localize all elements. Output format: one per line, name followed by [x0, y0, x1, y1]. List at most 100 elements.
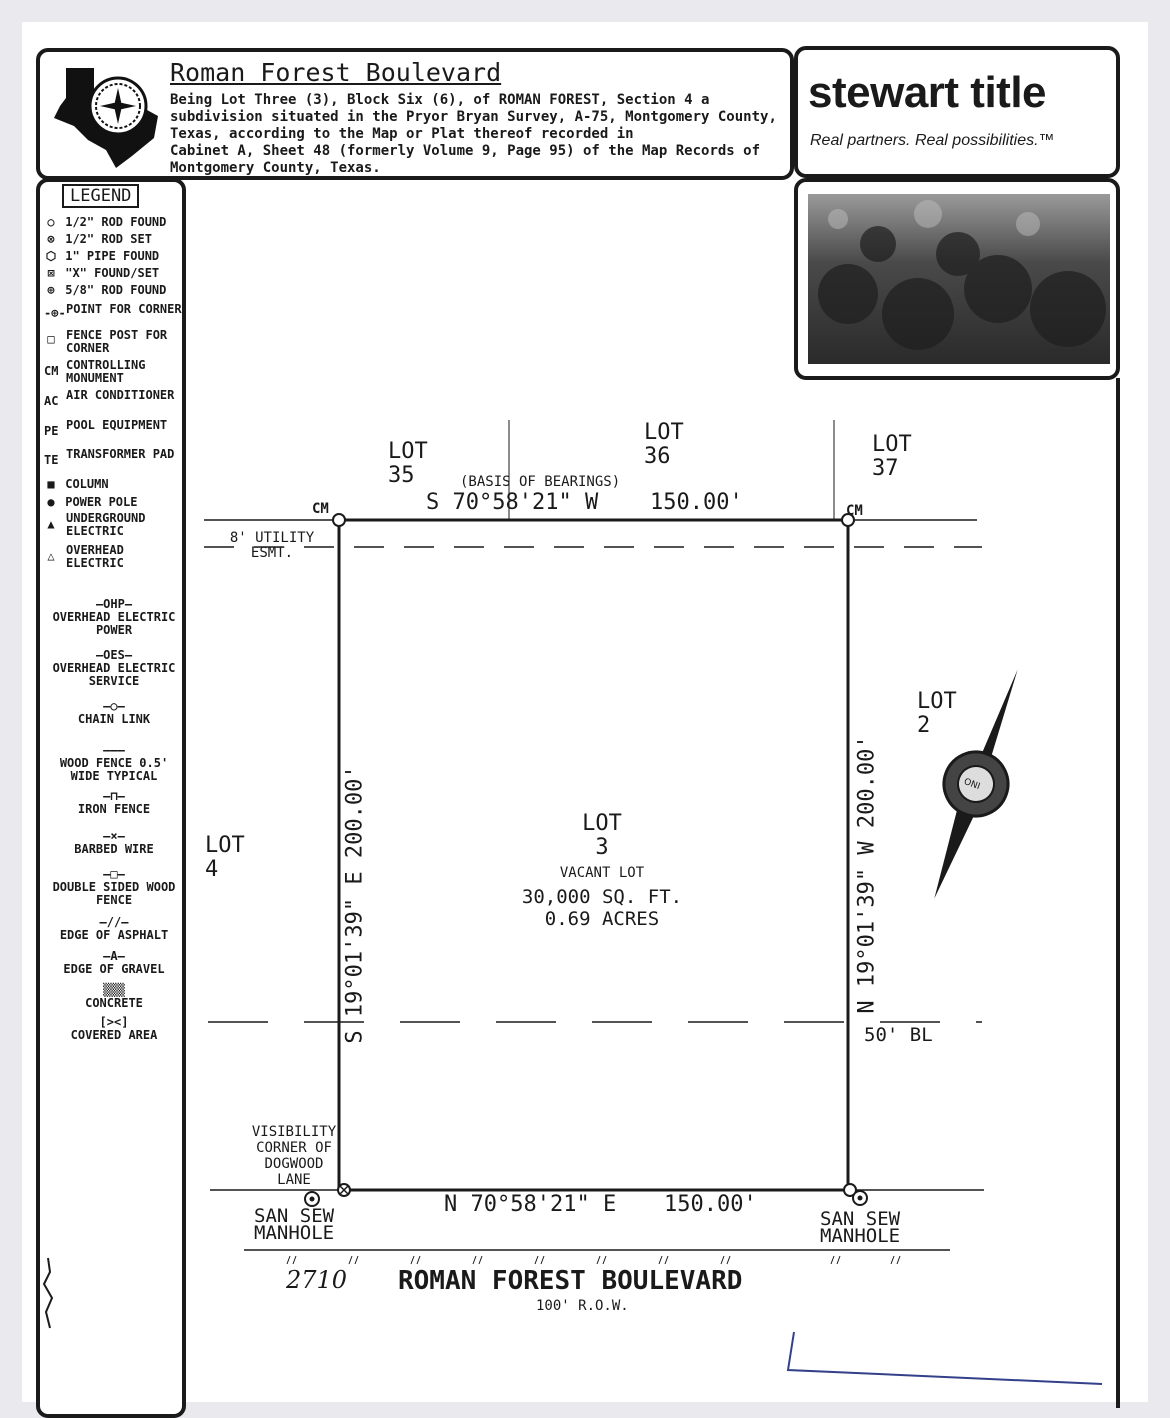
- legend-item: ■ COLUMN: [44, 478, 184, 496]
- legend-symbol: TE: [44, 453, 59, 467]
- west-line-bearing: S 19°01'39" E 200.00': [342, 765, 368, 1044]
- legend-line-item: —OHP—OVERHEAD ELECTRIC POWER: [44, 598, 184, 649]
- legend-line-sample: —//—: [99, 915, 129, 929]
- legend-line-item: —□—DOUBLE SIDED WOOD FENCE: [44, 868, 184, 916]
- legend-line-sample: —OHP—: [95, 597, 133, 611]
- brand-tagline: Real partners. Real possibilities.™: [810, 132, 1055, 149]
- legend-symbol: ⊕: [47, 283, 55, 297]
- legend-symbol: ■: [47, 477, 55, 491]
- description-line: Texas, according to the Map or Plat ther…: [170, 126, 634, 142]
- basis-of-bearings-label: (BASIS OF BEARINGS): [460, 474, 621, 490]
- legend-symbol: □: [47, 332, 55, 346]
- legend-symbol: ▲: [47, 517, 55, 531]
- south-line-distance: 150.00': [664, 1192, 757, 1217]
- road-row-label: 100' R.O.W.: [536, 1298, 629, 1314]
- legend-symbol: ⬡: [45, 249, 57, 263]
- road-name: ROMAN FOREST BOULEVARD: [398, 1266, 743, 1296]
- legend-lines: —OHP—OVERHEAD ELECTRIC POWER —OES—OVERHE…: [44, 598, 184, 1046]
- legend-box: LEGEND ○ 1/2" ROD FOUND ⊗ 1/2" ROD SET ⬡…: [36, 178, 186, 1418]
- legend-symbol: ○: [47, 215, 55, 229]
- legend-line-sample: —□—: [103, 867, 125, 881]
- manhole-east-label: SAN SEW MANHOLE: [820, 1208, 901, 1247]
- legend-line-sample: [><]: [99, 1015, 129, 1029]
- document-title: Roman Forest Boulevard: [170, 58, 502, 87]
- texas-seal-logo: [54, 68, 158, 168]
- legend-line-sample: —OES—: [95, 648, 133, 662]
- lot-37-label: LOT 37: [872, 432, 912, 481]
- legend-symbol: △: [47, 549, 55, 563]
- rod-set-sw-cross: [339, 1185, 349, 1195]
- cm-label-ne: CM: [846, 503, 863, 519]
- utility-easement-label: 8' UTILITY ESMT.: [229, 530, 315, 561]
- survey-sheet: Roman Forest Boulevard Being Lot Three (…: [22, 22, 1148, 1418]
- vacant-lot-label: VACANT LOT: [559, 865, 645, 881]
- legend-item: ⊠ "X" FOUND/SET: [44, 267, 184, 284]
- legend-line-sample: ▒▒▒: [103, 983, 125, 997]
- legend-item: △OVERHEAD ELECTRIC: [44, 544, 184, 574]
- legend-line-item: —○—CHAIN LINK: [44, 700, 184, 744]
- corner-monument-nw: [332, 513, 346, 527]
- lot-3-label: LOT 3: [582, 811, 622, 860]
- legend-symbol: ⊗: [47, 232, 55, 246]
- legend-line-item: [><]COVERED AREA: [44, 1016, 184, 1046]
- handwritten-margin-mark: [42, 1257, 54, 1329]
- legend-line-item: —//—EDGE OF ASPHALT: [44, 916, 184, 950]
- legal-description: Being Lot Three (3), Block Six (6), of R…: [170, 92, 790, 177]
- building-line-label: 50' BL: [864, 1024, 933, 1046]
- legend-line-item: ▒▒▒CONCRETE: [44, 984, 184, 1016]
- handwritten-address: 2710: [286, 1266, 348, 1294]
- brand-box: stewart title Real partners. Real possib…: [794, 46, 1120, 178]
- lot-area-acres: 0.69 ACRES: [544, 908, 660, 930]
- plat-drawing: ONI: [42, 420, 1103, 1385]
- lot-area-sqft: 30,000 SQ. FT.: [521, 886, 683, 908]
- description-line: subdivision situated in the Pryor Bryan …: [170, 109, 777, 125]
- legend-item: □FENCE POST FOR CORNER: [44, 329, 184, 359]
- legend-line-item: —OES—OVERHEAD ELECTRIC SERVICE: [44, 649, 184, 700]
- legend-symbol: ⊠: [47, 266, 55, 280]
- rod-found-se: [843, 1183, 857, 1197]
- description-line: Montgomery County, Texas.: [170, 160, 381, 176]
- handwritten-corner-mark: [786, 1331, 1103, 1385]
- description-line: Cabinet A, Sheet 48 (formerly Volume 9, …: [170, 143, 761, 159]
- header-box: Roman Forest Boulevard Being Lot Three (…: [36, 48, 794, 180]
- legend-symbols: ○ 1/2" ROD FOUND ⊗ 1/2" ROD SET ⬡ 1" PIP…: [44, 216, 184, 574]
- property-photo: [808, 194, 1110, 364]
- legend-line-item: —⊓—IRON FENCE: [44, 790, 184, 830]
- north-line-distance: 150.00': [650, 490, 743, 515]
- legend-line-sample: —×—: [103, 829, 125, 843]
- lot-4-label: LOT 4: [205, 833, 245, 882]
- legend-line-item: ———WOOD FENCE 0.5' WIDE TYPICAL: [44, 744, 184, 790]
- east-line-bearing: N 19°01'39" W 200.00': [854, 735, 880, 1014]
- north-arrow-icon: ONI: [934, 669, 1018, 899]
- photo-box: [794, 178, 1120, 380]
- legend-line-item: —A—EDGE OF GRAVEL: [44, 950, 184, 984]
- cm-label-nw: CM: [312, 501, 329, 517]
- lot-35-label: LOT 35: [388, 439, 428, 488]
- lot-36-label: LOT 36: [644, 420, 684, 469]
- legend-item: ⊗ 1/2" ROD SET: [44, 233, 184, 250]
- manhole-west-label: SAN SEW MANHOLE: [254, 1205, 335, 1244]
- legend-item: ▲UNDERGROUND ELECTRIC: [44, 512, 184, 544]
- legend-line-sample: —A—: [103, 949, 125, 963]
- legend-item: ● POWER POLE: [44, 496, 184, 512]
- south-line-bearing: N 70°58'21" E: [444, 1192, 617, 1217]
- corner-monument-ne: [841, 513, 855, 527]
- lot-2-label: LOT 2: [917, 689, 957, 738]
- legend-line-sample: —⊓—: [103, 789, 125, 803]
- brand-name: stewart title: [808, 68, 1047, 117]
- description-line: Being Lot Three (3), Block Six (6), of R…: [170, 92, 710, 108]
- legend-title: LEGEND: [62, 184, 140, 208]
- legend-symbol: PE: [44, 424, 59, 438]
- legend-item: ○ 1/2" ROD FOUND: [44, 216, 184, 233]
- north-line-bearing: S 70°58'21" W: [426, 490, 599, 515]
- legend-line-item: —×—BARBED WIRE: [44, 830, 184, 868]
- legend-item: ⬡ 1" PIPE FOUND: [45, 249, 160, 263]
- legend-item: ⊕ 5/8" ROD FOUND: [44, 284, 184, 303]
- legend-line-sample: —○—: [103, 699, 125, 713]
- frame-right-edge: [1116, 378, 1120, 1408]
- legend-item: -⊕-POINT FOR CORNER: [44, 302, 182, 320]
